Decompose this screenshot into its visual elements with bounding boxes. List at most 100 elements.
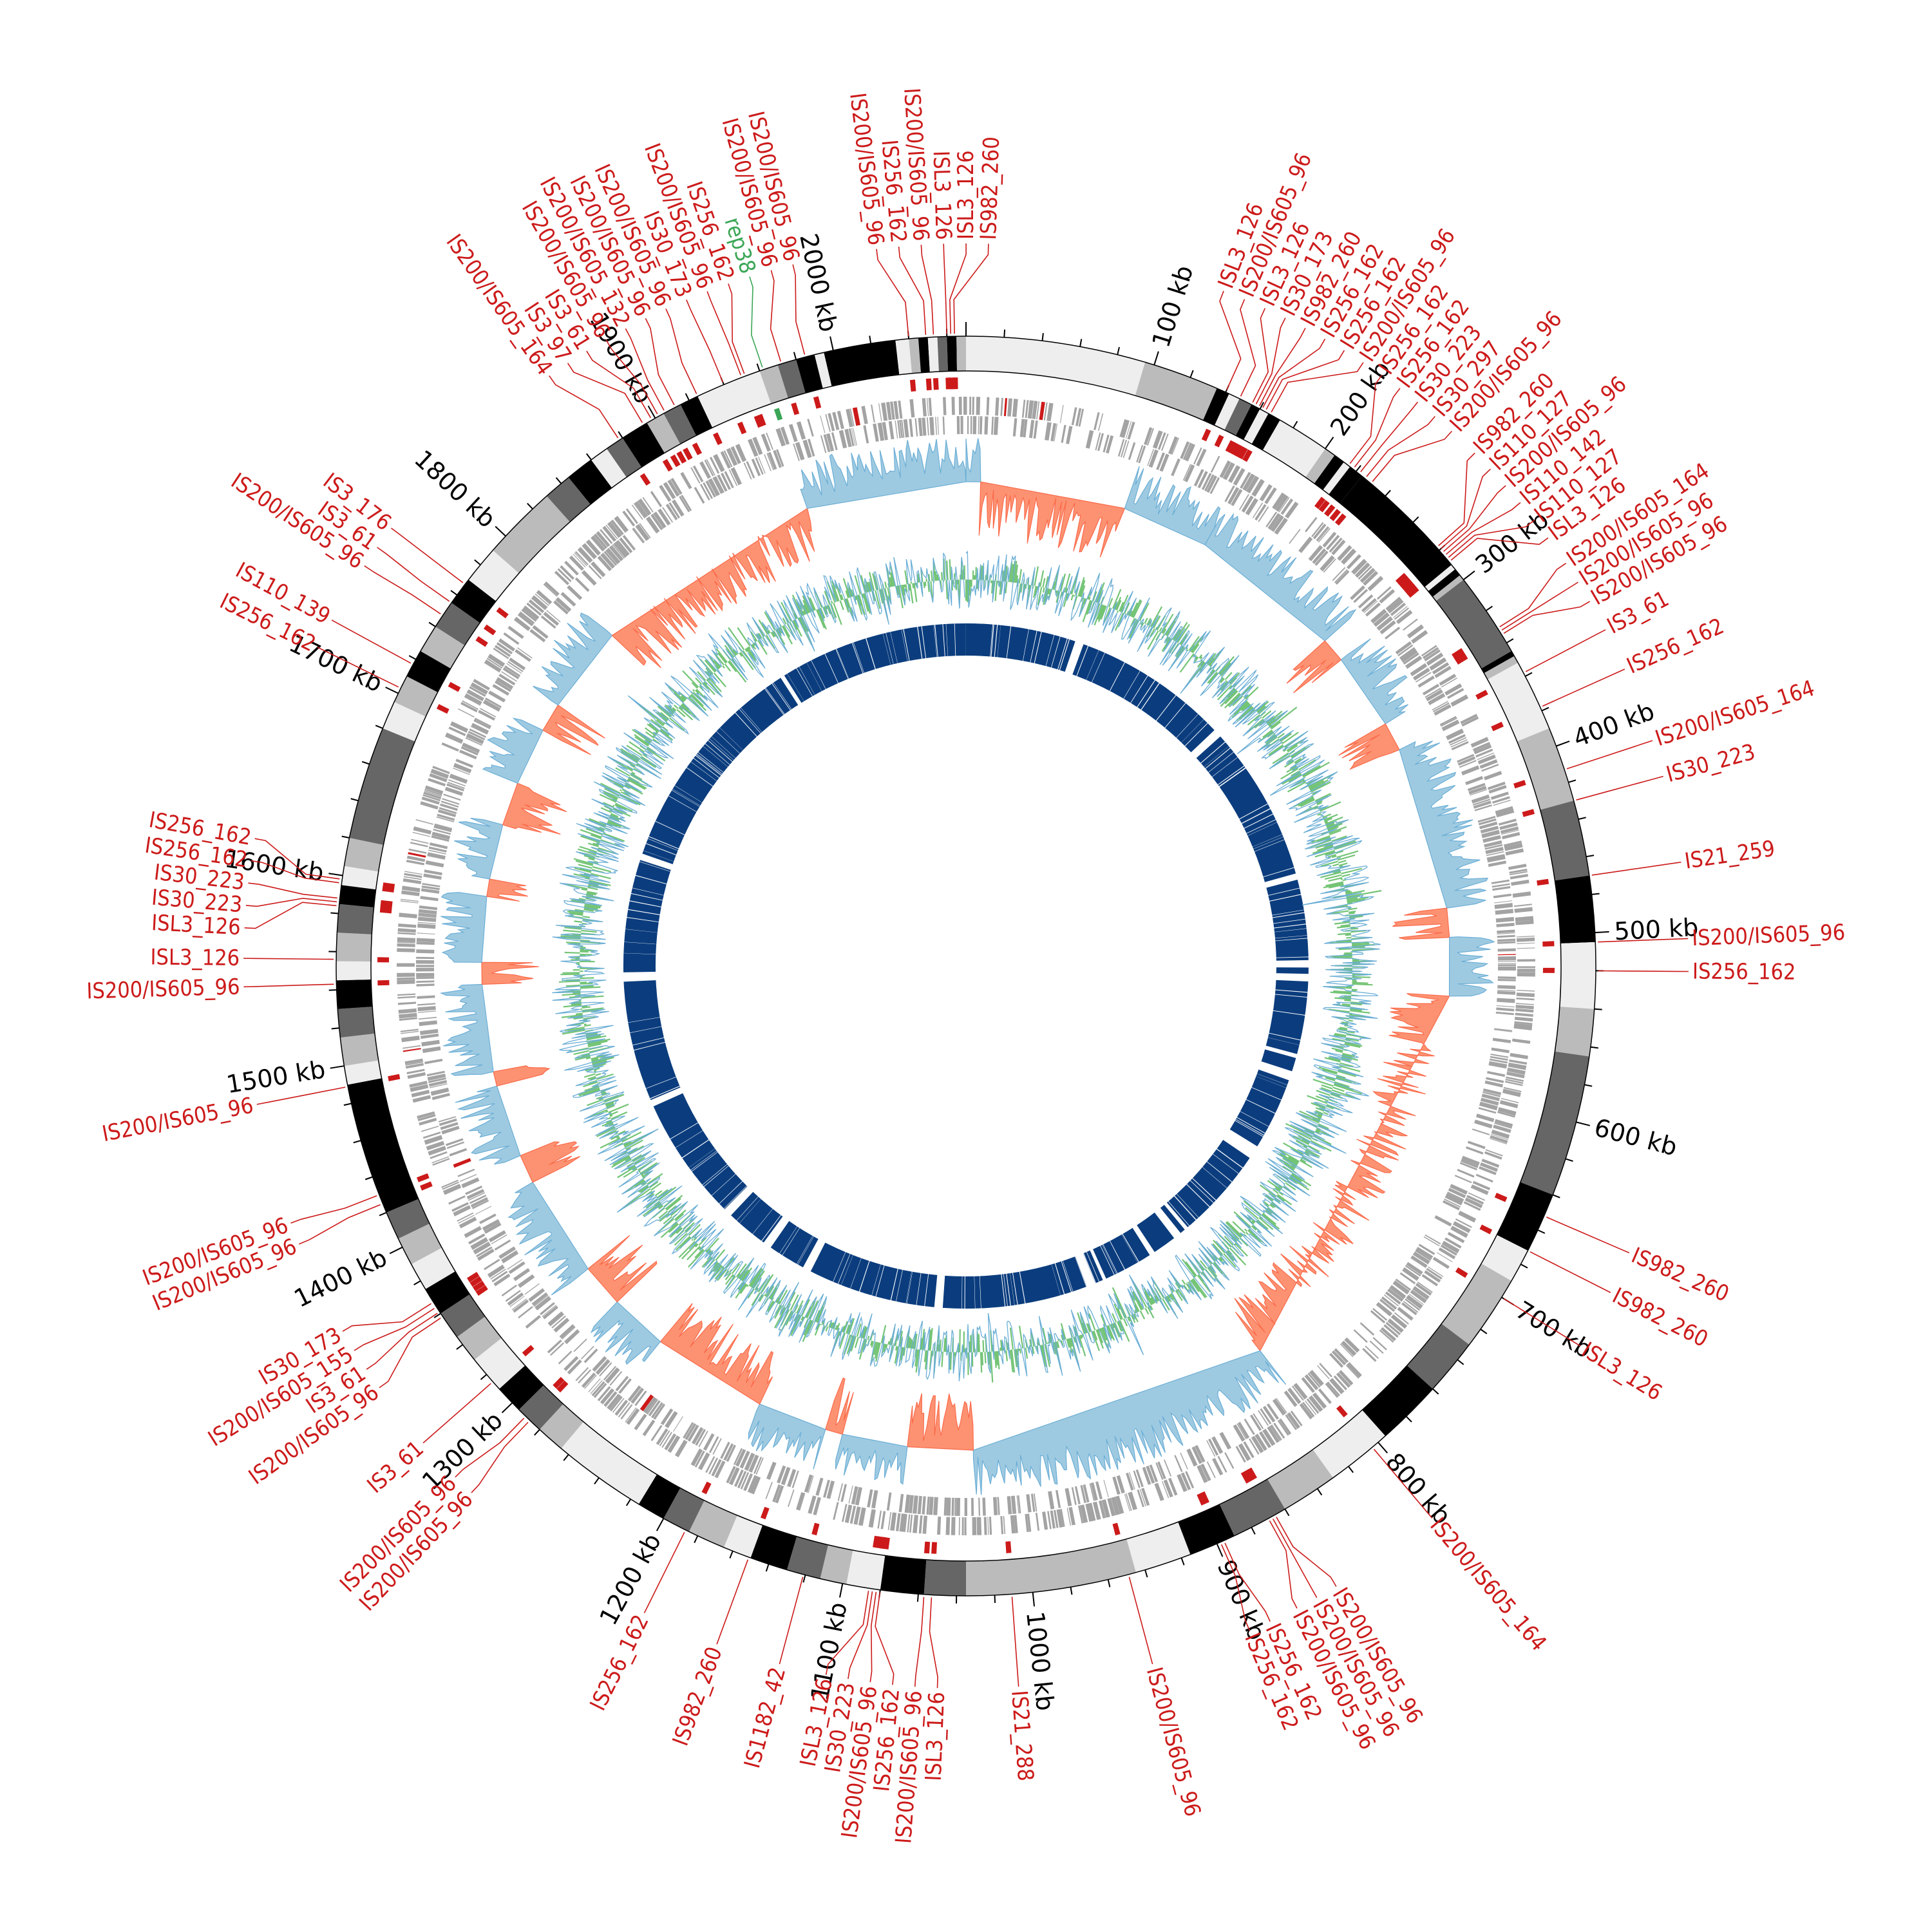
tick-label: 100 kb <box>1146 262 1198 351</box>
karyotype-band <box>947 336 957 372</box>
karyotype-band <box>1362 1365 1433 1436</box>
is-element-leader-line <box>243 958 334 960</box>
is-element-leader-line <box>898 246 927 336</box>
karyotype-band <box>966 336 1146 396</box>
is-element-mark <box>1452 648 1464 659</box>
is-element-mark <box>1542 967 1555 973</box>
is-element-mark <box>469 1276 482 1287</box>
gc-content-track <box>552 550 1382 1383</box>
is-element-leader-line <box>1219 290 1242 390</box>
karyotype-band <box>457 1316 502 1360</box>
karyotype-band <box>440 1294 486 1338</box>
gc-content-line <box>552 550 1381 1381</box>
karyotype-band <box>1215 393 1240 430</box>
is-element-leader-line <box>1598 970 1689 972</box>
karyotype-band <box>421 627 465 668</box>
is-element-mark <box>811 1522 820 1536</box>
tick-label: 1400 kb <box>290 1243 392 1313</box>
is-element-leader-line <box>914 1596 925 1687</box>
karyotype-band <box>663 1488 705 1532</box>
gc-skew-negative-area <box>907 1393 974 1451</box>
gc-skew-positive-area <box>972 1350 1287 1495</box>
karyotype-band <box>918 337 930 373</box>
karyotype-band <box>1312 1410 1386 1478</box>
is-element-leader-line <box>1349 374 1383 464</box>
karyotype-band <box>518 1385 564 1430</box>
karyotype-band <box>1481 651 1515 674</box>
is-element-mark <box>1405 583 1417 595</box>
karyotype-band <box>1235 404 1260 440</box>
is-element-leader-line <box>256 1086 346 1105</box>
is-element-marks <box>377 377 1555 1554</box>
is-element-mark <box>475 636 488 647</box>
is-element-label: IS200/IS605_96 <box>86 974 240 1005</box>
karyotype-band <box>820 1544 853 1585</box>
tick-label: 1500 kb <box>224 1055 327 1099</box>
karyotype-band <box>468 550 519 601</box>
karyotype-band <box>622 422 665 468</box>
is-element-leader-line <box>1354 388 1401 468</box>
is-element-mark <box>813 396 822 409</box>
is-element-mark <box>1406 586 1419 598</box>
karyotype-band <box>937 336 948 372</box>
karyotype-band <box>1314 455 1344 490</box>
karyotype-band <box>1219 1479 1285 1536</box>
is-element-leader-line <box>251 860 339 884</box>
is-element-label: IS200/IS605_96 <box>1141 1665 1206 1819</box>
is-element-mark <box>670 454 681 468</box>
is-element-leader-line <box>1373 1448 1433 1519</box>
is-element-leader-line <box>379 1318 441 1388</box>
is-element-leader-line <box>1262 338 1326 408</box>
is-element-label: IS200/IS605_96 <box>1691 920 1846 951</box>
karyotype-band <box>697 371 772 428</box>
is-element-leader-line <box>1360 401 1419 473</box>
is-element-leader-line <box>848 1591 873 1680</box>
is-element-mark <box>420 1181 433 1191</box>
is-element-leader-line <box>1450 537 1549 561</box>
gc-skew-positive-area <box>455 1085 521 1165</box>
is-element-leader-line <box>1443 485 1506 552</box>
gc-skew-negative-area <box>1234 993 1450 1352</box>
karyotype-band <box>846 1550 886 1590</box>
gc-skew-positive-area <box>533 612 613 706</box>
karyotype-band <box>347 1078 419 1213</box>
karyotype-band <box>1329 466 1362 504</box>
is-element-label: IS3_61 <box>363 1435 429 1498</box>
karyotype-band <box>336 980 373 1009</box>
is-element-leader-line <box>1255 317 1286 404</box>
is-element-leader-line <box>875 1592 895 1685</box>
is-element-label: ISL3_126 <box>1577 1337 1667 1406</box>
is-element-leader-line <box>586 350 651 419</box>
karyotype-ring <box>336 336 1596 1596</box>
karyotype-band <box>337 904 374 934</box>
gene-track <box>396 396 1536 1536</box>
gc-skew-positive-area <box>482 717 544 784</box>
is-element-leader-line <box>792 264 806 355</box>
is-element-leader-line <box>342 1303 432 1332</box>
karyotype-band <box>344 838 384 872</box>
karyotype-band <box>398 1224 442 1265</box>
karyotype-band <box>435 603 480 646</box>
is-element-mark <box>1397 575 1410 587</box>
is-element-mark <box>933 378 939 390</box>
karyotype-band <box>568 460 612 505</box>
is-element-mark <box>662 459 673 472</box>
karyotype-band <box>607 438 642 478</box>
is-element-leader-line <box>1530 1251 1611 1293</box>
gc-skew-positive-area <box>1124 466 1221 545</box>
is-element-leader-line <box>1448 519 1535 558</box>
is-element-leader-line <box>953 243 989 334</box>
is-element-leader-line <box>665 308 697 394</box>
is-element-leader-line <box>779 1577 804 1665</box>
is-element-label: ISL3_126 <box>150 945 240 971</box>
is-element-mark <box>1475 690 1488 700</box>
karyotype-band <box>383 702 426 742</box>
is-element-mark <box>1395 573 1408 585</box>
is-element-leader-line <box>1372 430 1452 482</box>
karyotype-band <box>786 1536 828 1579</box>
is-element-mark <box>377 957 390 963</box>
is-element-leader-line <box>364 565 441 614</box>
karyotype-band <box>1267 1449 1333 1510</box>
karyotype-band <box>966 1539 1136 1596</box>
gc-skew-positive-area <box>1448 936 1495 997</box>
